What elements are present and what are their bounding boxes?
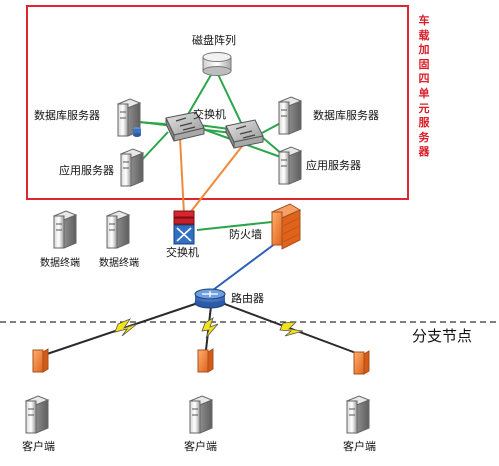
- client-label: 客户端: [184, 440, 217, 453]
- app-server-right-icon: [277, 146, 303, 185]
- db-server-left-icon: [116, 98, 142, 137]
- cluster-switch-label: 交换机: [193, 108, 226, 121]
- client-label: 客户端: [22, 440, 55, 453]
- cluster-switch-icon: [165, 111, 205, 142]
- core-switch-label: 交换机: [166, 246, 199, 259]
- uplinks: [179, 137, 244, 215]
- client-firewall-icon: [197, 348, 214, 373]
- router-icon: [194, 288, 226, 309]
- app-server-left-icon: [119, 148, 145, 187]
- client-computer-icon: [188, 395, 214, 434]
- db-server-right-icon: [277, 96, 303, 135]
- firewall-label: 防火墙: [229, 228, 262, 241]
- switch-firewall-link: [196, 221, 273, 231]
- client-firewall-icon: [353, 350, 370, 375]
- firewall-router-link: [212, 242, 277, 291]
- wan-links: [43, 302, 357, 356]
- data-terminal-icon: [52, 210, 78, 249]
- client-firewall-icon: [32, 348, 49, 373]
- data-terminal-2-label: 数据终端: [99, 258, 139, 269]
- disk-array-icon: [202, 52, 232, 76]
- app-server-left-label: 应用服务器: [59, 164, 114, 177]
- firewall-icon: [270, 203, 302, 250]
- client-computer-icon: [24, 395, 50, 434]
- cluster-box: [26, 5, 409, 200]
- router-label: 路由器: [231, 292, 264, 305]
- cluster-side-title: 车载加固四单元服务器: [418, 14, 430, 159]
- data-terminal-1-label: 数据终端: [40, 258, 80, 269]
- db-server-left-label: 数据库服务器: [34, 109, 100, 122]
- disk-array-label: 磁盘阵列: [192, 34, 236, 47]
- lightning-icons: [114, 317, 304, 339]
- branch-node-label: 分支节点: [412, 327, 473, 345]
- cluster-switch-icon: [225, 119, 264, 149]
- db-server-right-label: 数据库服务器: [313, 109, 379, 122]
- data-terminal-icon: [105, 210, 131, 249]
- core-switch-icon: [173, 210, 195, 245]
- app-server-right-label: 应用服务器: [306, 159, 361, 172]
- client-computer-icon: [345, 395, 371, 434]
- client-label: 客户端: [343, 440, 376, 453]
